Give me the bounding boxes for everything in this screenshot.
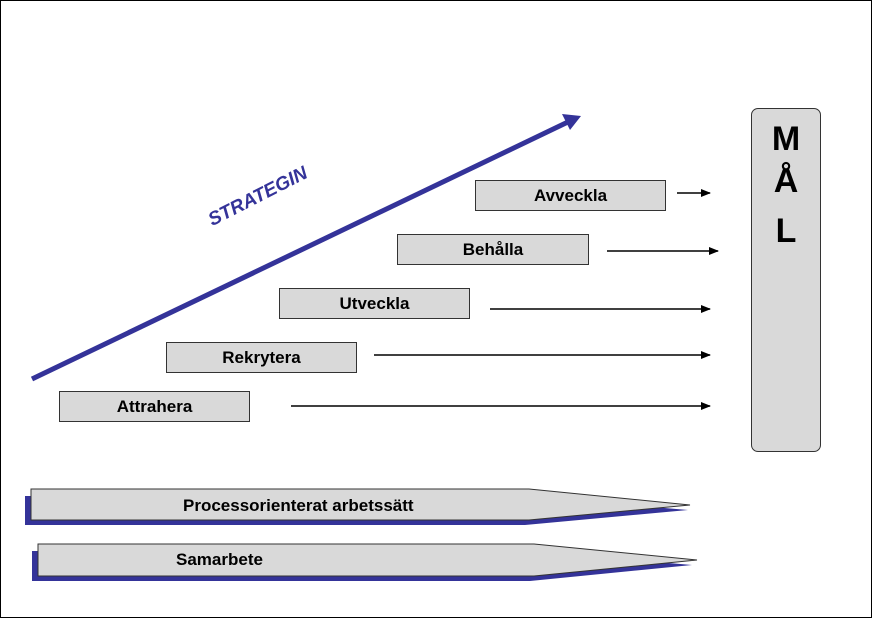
step-attrahera: Attrahera: [59, 391, 250, 422]
step-behalla: Behålla: [397, 234, 589, 265]
goal-letter-m: M: [771, 120, 801, 158]
band-process: [30, 488, 691, 521]
step-avveckla: Avveckla: [475, 180, 666, 211]
step-utveckla: Utveckla: [279, 288, 470, 319]
step-rekrytera: Rekrytera: [166, 342, 357, 373]
band-process-label: Processorienterat arbetssätt: [183, 496, 414, 515]
strategy-arrow-head: [562, 114, 581, 130]
strategy-arrow-shaft: [30, 118, 572, 382]
goal-box: M Å L: [751, 108, 821, 452]
goal-letter-a-ring: Å: [773, 162, 799, 200]
goal-letter-l: L: [775, 212, 797, 250]
band-samarbete-label: Samarbete: [176, 550, 263, 569]
band-samarbete: [37, 543, 698, 577]
